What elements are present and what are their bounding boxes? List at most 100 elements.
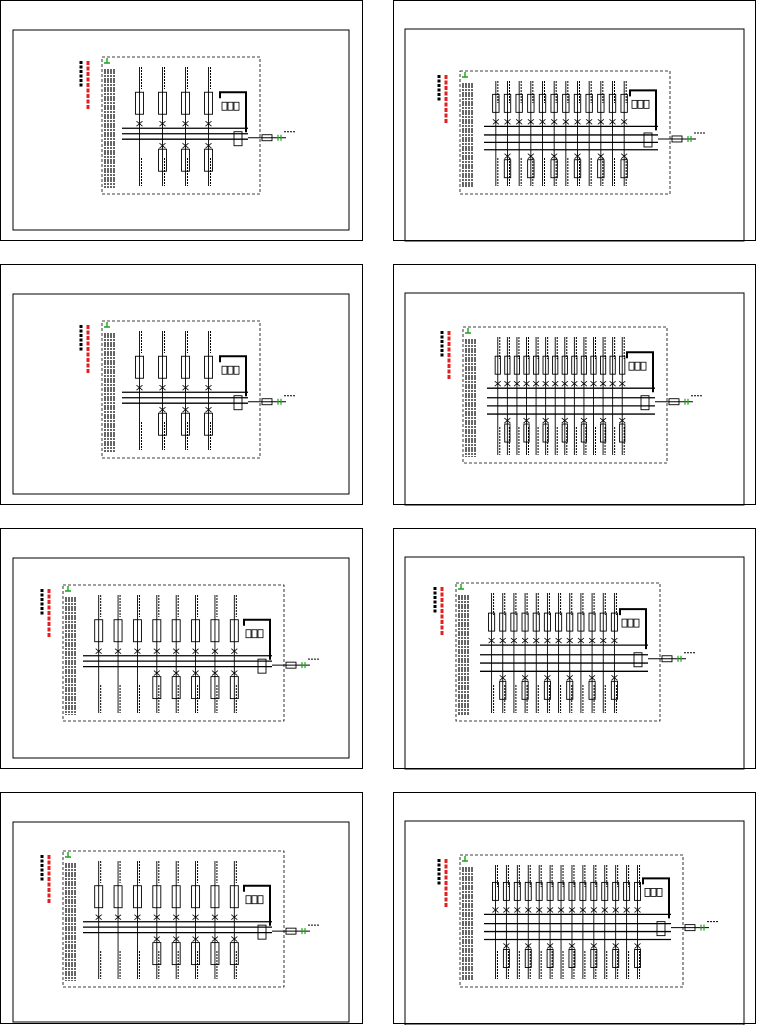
breaker-box: [492, 881, 499, 901]
switch-icon: [550, 119, 558, 125]
earth-icon: [458, 584, 464, 590]
switch-icon: [211, 648, 219, 655]
meter-box: [227, 365, 234, 375]
switch-icon: [550, 153, 558, 160]
breaker-box: [599, 355, 607, 375]
inner-frame: [404, 556, 745, 770]
supply-fuse: [661, 655, 673, 663]
meter-box: [245, 895, 252, 905]
supply-fuse: [261, 134, 273, 142]
breaker-box: [181, 91, 190, 115]
switch-icon: [504, 153, 511, 160]
switch-icon: [192, 914, 199, 921]
breaker-box: [152, 942, 162, 966]
switch-icon: [546, 943, 554, 949]
meter-box: [634, 361, 641, 371]
breaker-box: [135, 91, 144, 115]
incomer-cable: [243, 618, 271, 660]
breaker-box: [523, 355, 530, 375]
switch-icon: [590, 907, 598, 913]
switch-icon: [504, 119, 511, 125]
meter-box: [251, 895, 258, 905]
switch-icon: [551, 380, 559, 387]
switch-icon: [153, 936, 161, 942]
switch-icon: [95, 648, 102, 655]
board-enclosure: [62, 584, 285, 722]
switch-icon: [601, 907, 609, 913]
breaker-box: [210, 885, 220, 909]
meter-box: [637, 99, 644, 109]
switch-icon: [532, 637, 540, 644]
supply-icon: [700, 924, 705, 931]
switch-icon: [205, 384, 212, 391]
breaker-box: [94, 885, 104, 909]
meter-box: [628, 361, 635, 371]
switch-icon: [134, 914, 141, 921]
breaker-box: [566, 680, 574, 700]
meter-box: [627, 618, 634, 628]
switch-icon: [532, 380, 540, 387]
breaker-box: [543, 680, 551, 700]
breaker-box: [550, 159, 558, 179]
breaker-box: [204, 148, 213, 172]
switch-icon: [153, 648, 161, 655]
breaker-box: [597, 159, 605, 179]
breaker-box: [561, 423, 568, 443]
breaker-box: [542, 423, 549, 443]
switch-icon: [612, 907, 619, 913]
breaker-box: [590, 881, 598, 901]
meter-box: [233, 365, 240, 375]
switch-icon: [620, 153, 628, 160]
switch-icon: [580, 380, 588, 387]
breaker-box: [132, 619, 142, 643]
incomer-breaker: [233, 131, 243, 147]
drawing-sheet-1: [0, 0, 363, 241]
breaker-box: [204, 412, 213, 436]
breaker-box: [588, 680, 596, 700]
single-line-diagram: [404, 820, 745, 1025]
switch-icon: [488, 637, 495, 644]
switch-icon: [571, 380, 578, 387]
breaker-box: [191, 619, 201, 643]
meter-box: [221, 101, 228, 111]
single-line-diagram: [12, 557, 350, 759]
switch-icon: [634, 943, 641, 949]
earth-icon: [465, 328, 471, 334]
earth-icon: [462, 856, 468, 862]
incomer-cable: [619, 608, 647, 650]
supply-icon: [684, 398, 689, 405]
breaker-box: [619, 355, 626, 375]
single-line-diagram: [404, 556, 745, 770]
breaker-box: [503, 93, 512, 113]
breaker-box: [599, 612, 607, 632]
breaker-box: [181, 412, 190, 436]
incomer-breaker: [643, 132, 653, 148]
breaker-box: [557, 881, 565, 901]
breaker-box: [191, 942, 201, 966]
earth-icon: [65, 852, 71, 858]
breaker-box: [579, 881, 587, 901]
switch-icon: [580, 417, 588, 424]
breaker-box: [229, 676, 239, 700]
earth-icon: [65, 586, 71, 592]
single-line-diagram: [404, 292, 745, 506]
drawing-sheet-8: [393, 792, 756, 1025]
breaker-box: [158, 91, 167, 115]
breaker-box: [521, 612, 529, 632]
switch-icon: [504, 380, 511, 387]
breaker-box: [590, 355, 597, 375]
switch-icon: [114, 648, 122, 655]
meter-box: [227, 101, 234, 111]
switch-icon: [182, 142, 189, 149]
switch-icon: [159, 142, 166, 149]
switch-icon: [172, 936, 180, 942]
breaker-box: [171, 619, 181, 643]
breaker-box: [573, 93, 582, 113]
supply-fuse: [671, 135, 683, 143]
breaker-box: [152, 885, 162, 909]
switch-icon: [527, 119, 535, 125]
switch-icon: [192, 670, 199, 676]
inner-frame: [404, 292, 745, 506]
breaker-box: [171, 942, 181, 966]
switch-icon: [205, 406, 212, 413]
